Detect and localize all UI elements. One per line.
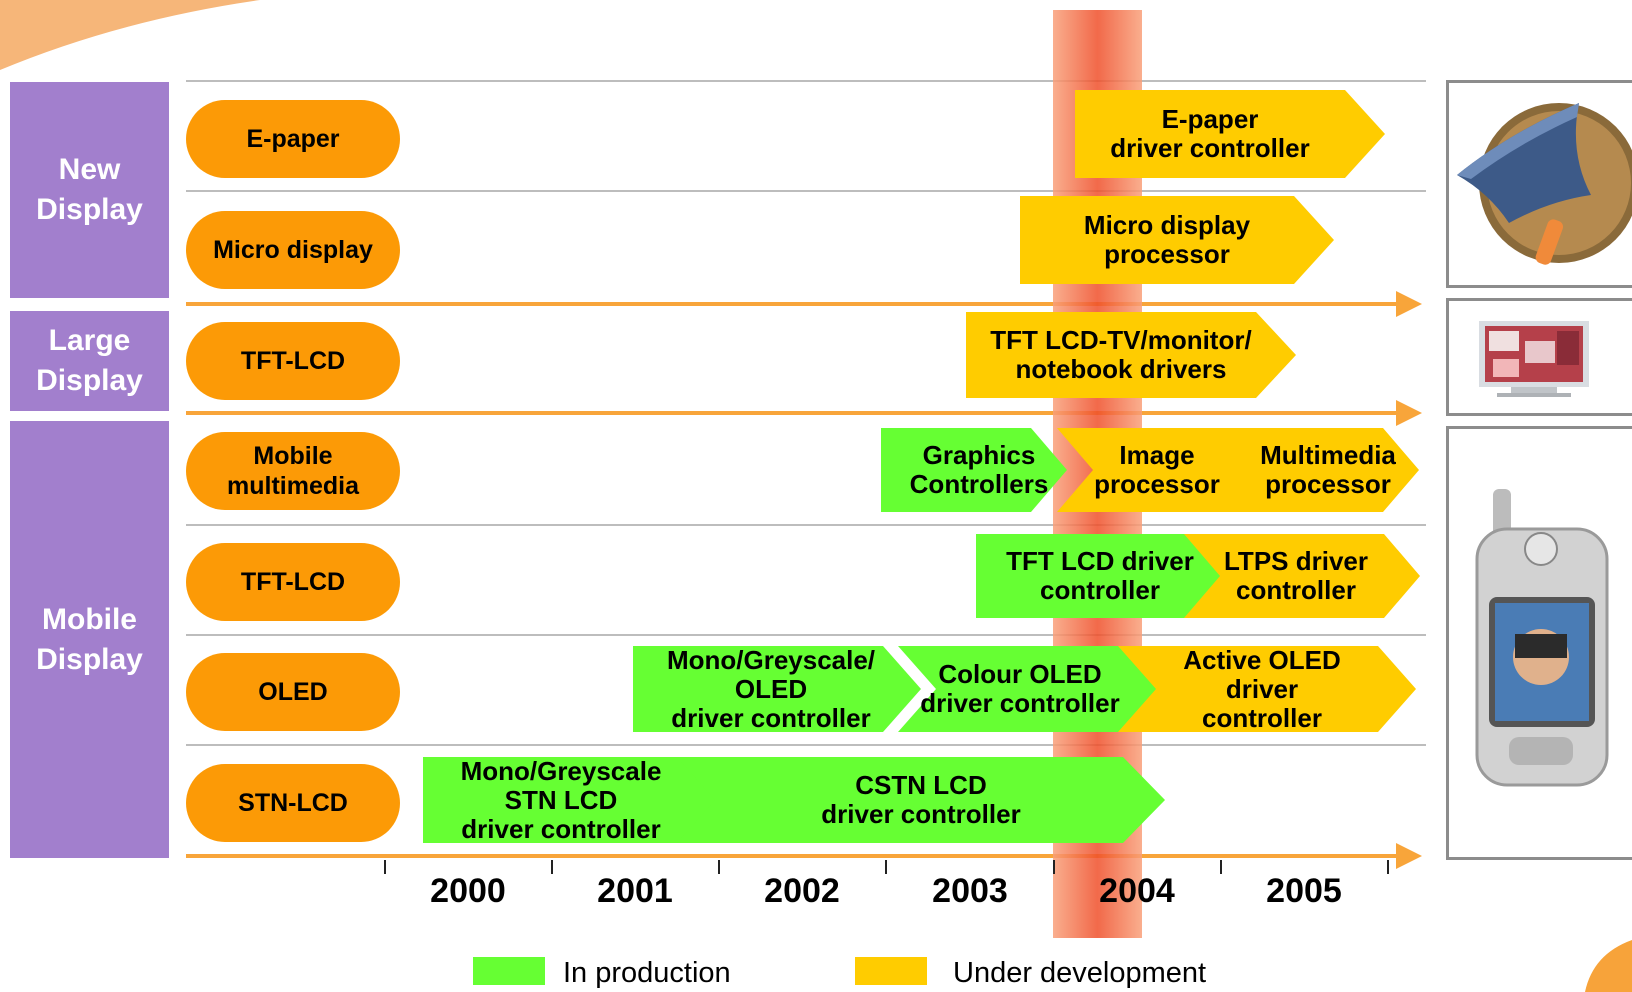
axis-tick [384,860,386,874]
axis-tick [1220,860,1222,874]
arrowhead [1396,291,1422,317]
mobile-phone-illustration [1475,489,1609,787]
category-label: Display [36,364,143,397]
year-label: 2003 [932,872,1008,910]
grid-line [186,80,1426,82]
tech-pill-tft-lcd-mobile: TFT-LCD [186,543,400,621]
decorative-swoosh-bottom [1585,940,1632,992]
mobile-phone-image-panel [1446,426,1632,860]
tech-pill-e-paper: E-paper [186,100,400,178]
category-label: New [58,153,121,186]
legend-label-under-development: Under development [953,957,1207,989]
tv-image-panel [1446,298,1632,416]
axis-tick [885,860,887,874]
e-paper-illustration [1457,103,1632,265]
decorative-swoosh [0,0,260,70]
grid-line [186,190,1426,192]
tech-pill-oled: OLED [186,653,400,731]
e-paper-image-panel [1446,80,1632,288]
year-label: 2001 [597,872,673,910]
category-label: Mobile [42,602,137,636]
tech-pill-micro-display: Micro display [186,211,400,289]
year-label: 2002 [764,872,840,910]
axis-tick [551,860,553,874]
year-label: 2005 [1266,872,1342,910]
legend-swatch-in-production [473,957,545,985]
product-tft-lcd-tv-monitor-notebook-drivers: TFT LCD-TV/monitor/notebook drivers [966,312,1296,398]
grid-line [186,524,1426,526]
flat-panel-tv-illustration [1479,321,1589,397]
grid-line [186,744,1426,746]
arrowhead [1396,400,1422,426]
section-divider-arrow [186,302,1396,306]
tech-pill-stn-lcd: STN-LCD [186,764,400,842]
category-label: Large [48,324,131,357]
category-label: Display [36,193,143,226]
grid-line [186,634,1426,636]
year-label: 2004 [1099,872,1175,910]
axis-tick [718,860,720,874]
section-divider-arrow [186,411,1396,415]
year-label: 2000 [430,872,506,910]
arrowhead [1396,843,1422,869]
category-label: Display [36,642,143,676]
legend-swatch-under-development [855,957,927,985]
legend-label-in-production: In production [563,957,731,989]
tech-pill-tft-lcd-large: TFT-LCD [186,322,400,400]
axis-tick [1387,860,1389,874]
timeline-axis [186,854,1396,858]
axis-tick [1053,860,1055,874]
